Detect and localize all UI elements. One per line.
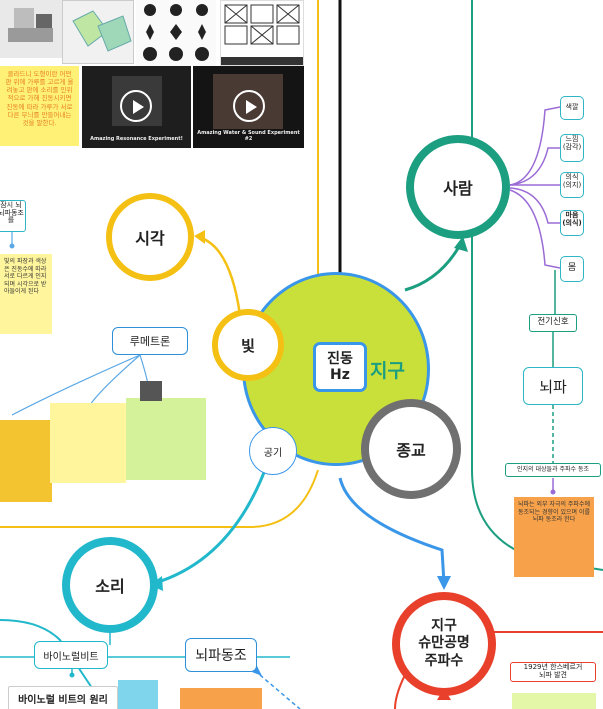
play-icon[interactable]: [233, 90, 265, 122]
note-left-stack-2: [50, 403, 126, 483]
video-card-2[interactable]: Amazing Water & Sound Experiment #2: [193, 66, 304, 148]
node-emotion[interactable]: 색깔: [560, 96, 584, 120]
node-body[interactable]: 몸: [560, 256, 584, 282]
node-spirit[interactable]: 마음 (의식): [560, 210, 584, 236]
node-light[interactable]: 빛: [212, 309, 284, 381]
frame-yellow-bottom: [0, 469, 319, 528]
node-rumetron[interactable]: 루메트론: [112, 327, 188, 355]
node-brainwave-sync[interactable]: 뇌파동조: [185, 638, 257, 672]
node-thought[interactable]: 느낌 (감각): [560, 134, 584, 162]
node-vision[interactable]: 시각: [106, 193, 194, 281]
node-brainwave[interactable]: 뇌파: [523, 367, 583, 405]
node-schumann[interactable]: 지구 슈만공명 주파수: [392, 592, 496, 696]
node-sound[interactable]: 소리: [62, 537, 158, 633]
node-person[interactable]: 사람: [406, 135, 510, 239]
note-left-stack-1: [0, 420, 52, 502]
video-caption-1: Amazing Resonance Experiment!: [90, 136, 183, 142]
person-branches: [509, 106, 561, 269]
note-wavelength: 빛의 파장과 색상은 진동수에 따라 서로 다르게 인지되며 시각으로 받아들이…: [0, 254, 52, 334]
node-vibration[interactable]: 진동 Hz: [313, 342, 367, 392]
line-earth-sound: [154, 469, 267, 585]
node-binaural[interactable]: 바이노럴비트: [34, 641, 108, 669]
frame-cyan-bottom: [0, 619, 101, 701]
note-cyan-small: [118, 680, 158, 709]
chladni-patterns-thumb: [136, 0, 216, 66]
node-frequency-sync-label[interactable]: 인지의 대상들과 주파수 동조: [505, 463, 601, 477]
node-electric-signal[interactable]: 전기신호: [529, 314, 577, 332]
line-light-vision: [197, 235, 242, 316]
mini-brainwave-sync[interactable]: 잠시 뇌 뇌파동조 를: [0, 200, 26, 232]
frame-teal-right: [471, 0, 603, 571]
illustration-thumb-1: [0, 0, 62, 58]
node-1929-discovery[interactable]: 1929년 한스베르거 뇌파 발견: [510, 662, 596, 682]
note-green-bottom-right: [512, 693, 596, 709]
chladni-patterns: [143, 4, 209, 61]
line-earth-schumann: [338, 477, 446, 584]
node-binaural-principle[interactable]: 바이노럴 비트의 원리: [8, 686, 118, 709]
note-chladni: 클라드니 도형이란 어떤 판 위에 가루를 고르게 올려놓고 판에 소리를 인위…: [0, 66, 79, 146]
note-left-stack-3: [126, 398, 206, 480]
brainsync-dashed: [259, 674, 301, 709]
schumann-red-down: [394, 674, 406, 709]
play-icon[interactable]: [120, 90, 152, 122]
portrait-thumb: [140, 381, 162, 401]
node-mind[interactable]: 의식 (의지): [560, 172, 584, 198]
node-religion[interactable]: 종교: [361, 399, 461, 499]
video-card-1[interactable]: Amazing Resonance Experiment!: [82, 66, 191, 148]
chladni-grid-thumb: [220, 0, 304, 66]
illustration-thumb-2: [62, 0, 134, 64]
note-orange-brainwave: 뇌파는 외부 자극의 주파수에 동조되는 경향이 있으며 이를 뇌파 동조라 한…: [514, 497, 594, 577]
note-orange-bottom: [180, 688, 262, 709]
node-air[interactable]: 공기: [249, 427, 297, 475]
video-caption-2: Amazing Water & Sound Experiment #2: [197, 130, 300, 142]
line-earth-person: [404, 244, 462, 292]
